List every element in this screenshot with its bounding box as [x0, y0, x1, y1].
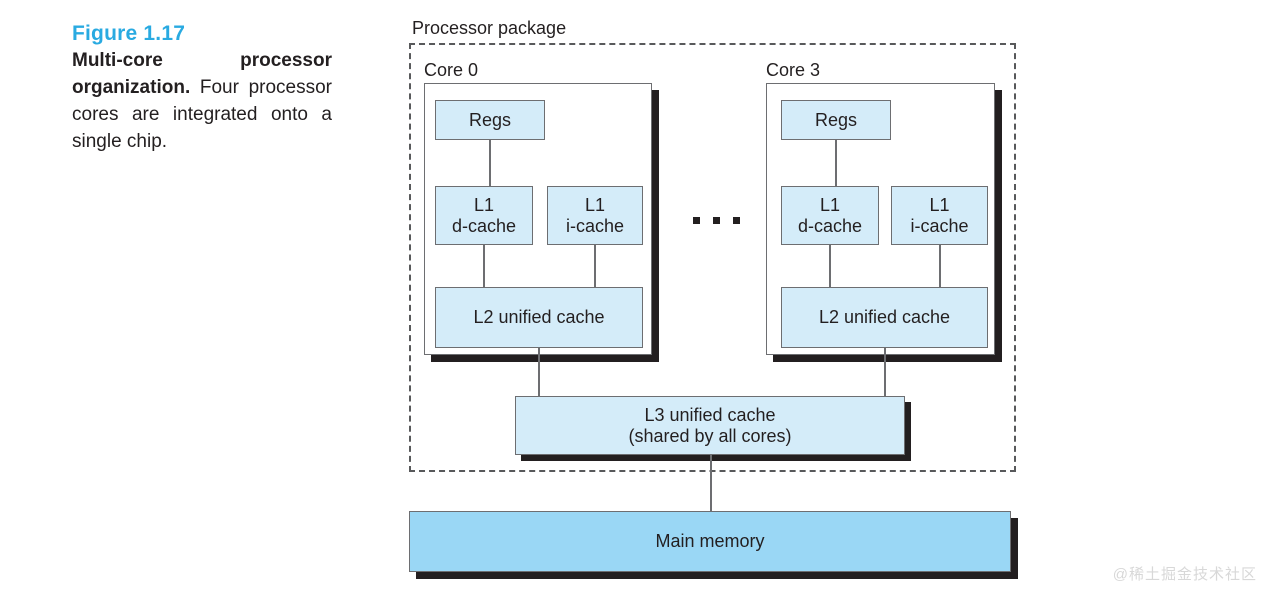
core-0-l1-i-cache-line2: i-cache [565, 215, 625, 236]
core-0-l1-d-cache-line1: L1 [473, 194, 495, 215]
core-0-l1i-to-l2-connector [594, 245, 596, 287]
core-0-l2-to-l3-connector [538, 348, 540, 398]
figure-caption: Figure 1.17 Multi-core processor organiz… [72, 20, 332, 155]
l3-unified-cache-line1: L3 unified cache [644, 404, 776, 425]
core-0-l1-i-cache: L1 i-cache [547, 186, 643, 245]
core-3-l2-to-l3-connector [884, 348, 886, 398]
core-3-l1d-to-l2-connector [829, 245, 831, 287]
core-0-regs-to-l1d-connector [489, 140, 491, 186]
processor-package-label: Processor package [412, 18, 567, 38]
core-3-l1i-to-l2-connector [939, 245, 941, 287]
core-3-l1-i-cache-line2: i-cache [910, 215, 969, 236]
figure-caption-body: Four processor cores are integrated onto… [72, 77, 332, 152]
core-3-l1-i-cache: L1 i-cache [891, 186, 988, 245]
l3-unified-cache: L3 unified cache (shared by all cores) [515, 396, 905, 455]
core-3-l1-d-cache-line2: d-cache [797, 215, 863, 236]
core-0-l1d-to-l2-connector [483, 245, 485, 287]
l3-to-main-memory-connector [710, 455, 712, 511]
figure-caption-text: Multi-core processor organization. Four … [72, 47, 332, 155]
core-3-regs: Regs [781, 100, 891, 140]
core-0-label: Core 0 [424, 60, 479, 80]
core-3-l2-unified-cache: L2 unified cache [781, 287, 988, 348]
main-memory-box: Main memory [409, 511, 1011, 572]
core-3-l1-d-cache-line1: L1 [819, 194, 841, 215]
core-3-l1-i-cache-line1: L1 [929, 194, 950, 215]
core-0-l1-i-cache-line1: L1 [584, 194, 606, 215]
cores-ellipsis [693, 217, 740, 224]
core-0-regs: Regs [435, 100, 545, 140]
core-3-label: Core 3 [766, 60, 821, 80]
ellipsis-dot [693, 217, 700, 224]
figure-number: Figure 1.17 [72, 22, 186, 45]
core-0-l1-d-cache: L1 d-cache [435, 186, 533, 245]
ellipsis-dot [733, 217, 740, 224]
core-0-l2-unified-cache: L2 unified cache [435, 287, 643, 348]
watermark: @稀土掘金技术社区 [1112, 566, 1257, 583]
l3-unified-cache-line2: (shared by all cores) [628, 425, 792, 446]
core-3-l1-d-cache: L1 d-cache [781, 186, 879, 245]
figure-caption-lead: Multi-core processor organization. [72, 50, 332, 98]
processor-package-boundary [409, 43, 1016, 472]
core-0-l1-d-cache-line2: d-cache [451, 215, 517, 236]
ellipsis-dot [713, 217, 720, 224]
core-3-regs-to-l1d-connector [835, 140, 837, 186]
